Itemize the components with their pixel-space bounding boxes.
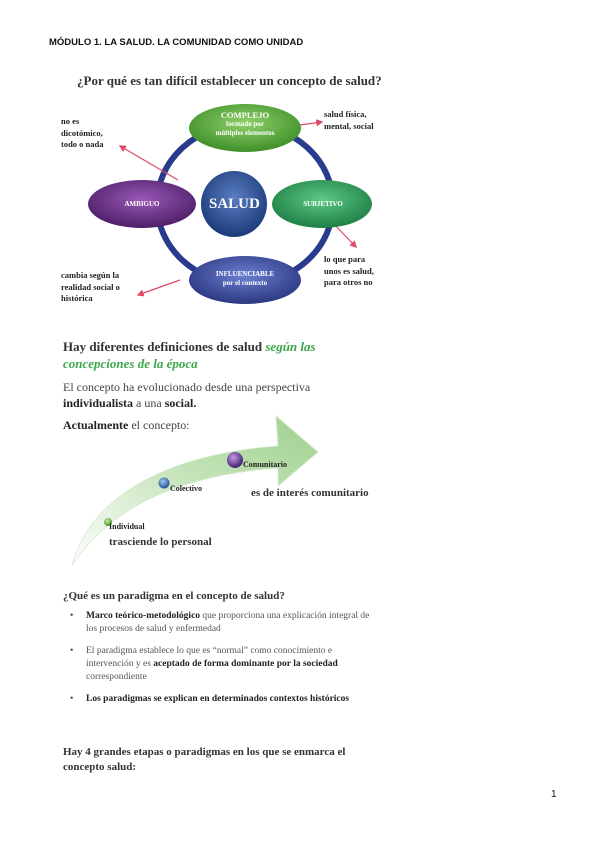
definitions-heading: Hay diferentes definiciones de salud seg… bbox=[63, 338, 333, 372]
influenciable-line2: por el contexto bbox=[222, 279, 268, 287]
subjetivo-oval bbox=[272, 180, 372, 228]
bullet-text: El paradigma establece lo que es “normal… bbox=[86, 646, 333, 669]
ambiguo-label: AMBIGUO bbox=[124, 200, 160, 208]
concept-question: ¿Por qué es tan difícil establecer un co… bbox=[77, 73, 382, 88]
note-line: para otros no bbox=[324, 277, 373, 287]
evolution-arrow-diagram bbox=[71, 415, 319, 566]
actual-paragraph: Actualmente el concepto: bbox=[63, 418, 190, 433]
stage-comunitario: Comunitario bbox=[243, 460, 287, 469]
actual-bold: Actualmente bbox=[63, 418, 129, 432]
evolution-individualista: individualista bbox=[63, 396, 134, 410]
complejo-label: COMPLEJO formado por múltiples elementos bbox=[190, 111, 300, 138]
complejo-line3: múltiples elementos bbox=[215, 129, 275, 137]
influenciable-oval bbox=[189, 256, 301, 304]
page-number: 1 bbox=[551, 789, 557, 800]
note-line: realidad social o bbox=[61, 281, 120, 292]
salud-cycle-diagram bbox=[88, 104, 372, 304]
note-line: mental, social bbox=[324, 120, 374, 131]
colectivo-marker-icon bbox=[158, 477, 170, 489]
note-line: cambia según la bbox=[61, 270, 120, 280]
bullet-bold: aceptado de forma dominante por la socie… bbox=[153, 659, 338, 669]
evolution-social: social. bbox=[164, 396, 197, 410]
evolution-pre: El concepto ha evolucionado desde una pe… bbox=[63, 380, 311, 394]
salud-center-label: SALUD bbox=[209, 196, 260, 212]
arrow-influenciable-note bbox=[136, 279, 181, 297]
influenciable-title: INFLUENCIABLE bbox=[215, 270, 275, 278]
bullet-bold: Los paradigmas se explican en determinad… bbox=[86, 694, 350, 704]
actual-rest: el concepto: bbox=[131, 418, 190, 432]
caption-personal: trasciende lo personal bbox=[109, 536, 212, 548]
heading-green: según las concepciones de la época bbox=[63, 339, 316, 371]
note-top-left: no es dicotómico, todo o nada bbox=[61, 116, 104, 151]
complejo-title: COMPLEJO bbox=[220, 110, 270, 120]
heading-plain: Hay diferentes definiciones de salud bbox=[63, 339, 263, 354]
note-top-right: salud física, mental, social bbox=[324, 109, 374, 132]
note-bottom-left: cambia según la realidad social o histór… bbox=[61, 270, 120, 305]
complejo-oval bbox=[189, 104, 301, 152]
individual-marker-icon bbox=[104, 518, 112, 526]
arrow-ambiguo-note bbox=[118, 145, 179, 181]
page-header: MÓDULO 1. LA SALUD. LA COMUNIDAD COMO UN… bbox=[49, 37, 304, 48]
bullet-text: correspondiente bbox=[86, 672, 147, 682]
bullet-icon: • bbox=[70, 646, 74, 656]
final-paragraph: Hay 4 grandes etapas o paradigmas en los… bbox=[63, 746, 346, 773]
stage-individual: Individual bbox=[109, 522, 145, 531]
list-item: • Los paradigmas se explican en determin… bbox=[70, 693, 370, 706]
bullet-text: que proporciona una explicación integral… bbox=[86, 611, 370, 634]
list-item: • Marco teórico-metodológico que proporc… bbox=[70, 610, 370, 636]
bullet-bold: Marco teórico-metodológico bbox=[86, 611, 201, 621]
salud-center-circle bbox=[201, 171, 267, 237]
comunitario-marker-icon bbox=[227, 452, 243, 468]
influenciable-label: INFLUENCIABLE por el contexto bbox=[190, 270, 300, 288]
note-line: salud física, bbox=[324, 109, 367, 119]
curved-arrow-shape bbox=[71, 415, 319, 566]
note-line: dicotómico, bbox=[61, 127, 103, 138]
paradigm-bullet-list: • Marco teórico-metodológico que proporc… bbox=[70, 610, 370, 715]
note-line: no es bbox=[61, 116, 80, 126]
subjetivo-label: SUBJETIVO bbox=[303, 200, 343, 208]
note-line: unos es salud, bbox=[324, 265, 374, 276]
note-line: lo que para bbox=[324, 254, 366, 264]
complejo-line2: formado por bbox=[226, 120, 264, 128]
note-line: histórica bbox=[61, 293, 93, 303]
caption-comunitario: es de interés comunitario bbox=[251, 487, 369, 499]
note-line: todo o nada bbox=[61, 139, 104, 149]
bullet-icon: • bbox=[70, 611, 74, 621]
evolution-paragraph: El concepto ha evolucionado desde una pe… bbox=[63, 379, 353, 411]
paradigm-question: ¿Qué es un paradigma en el concepto de s… bbox=[63, 590, 285, 602]
bullet-icon: • bbox=[70, 694, 74, 704]
ambiguo-oval bbox=[88, 180, 196, 228]
list-item: • El paradigma establece lo que es “norm… bbox=[70, 645, 370, 684]
evolution-mid: a una bbox=[136, 396, 162, 410]
note-bottom-right: lo que para unos es salud, para otros no bbox=[324, 254, 374, 289]
stage-colectivo: Colectivo bbox=[170, 484, 202, 493]
